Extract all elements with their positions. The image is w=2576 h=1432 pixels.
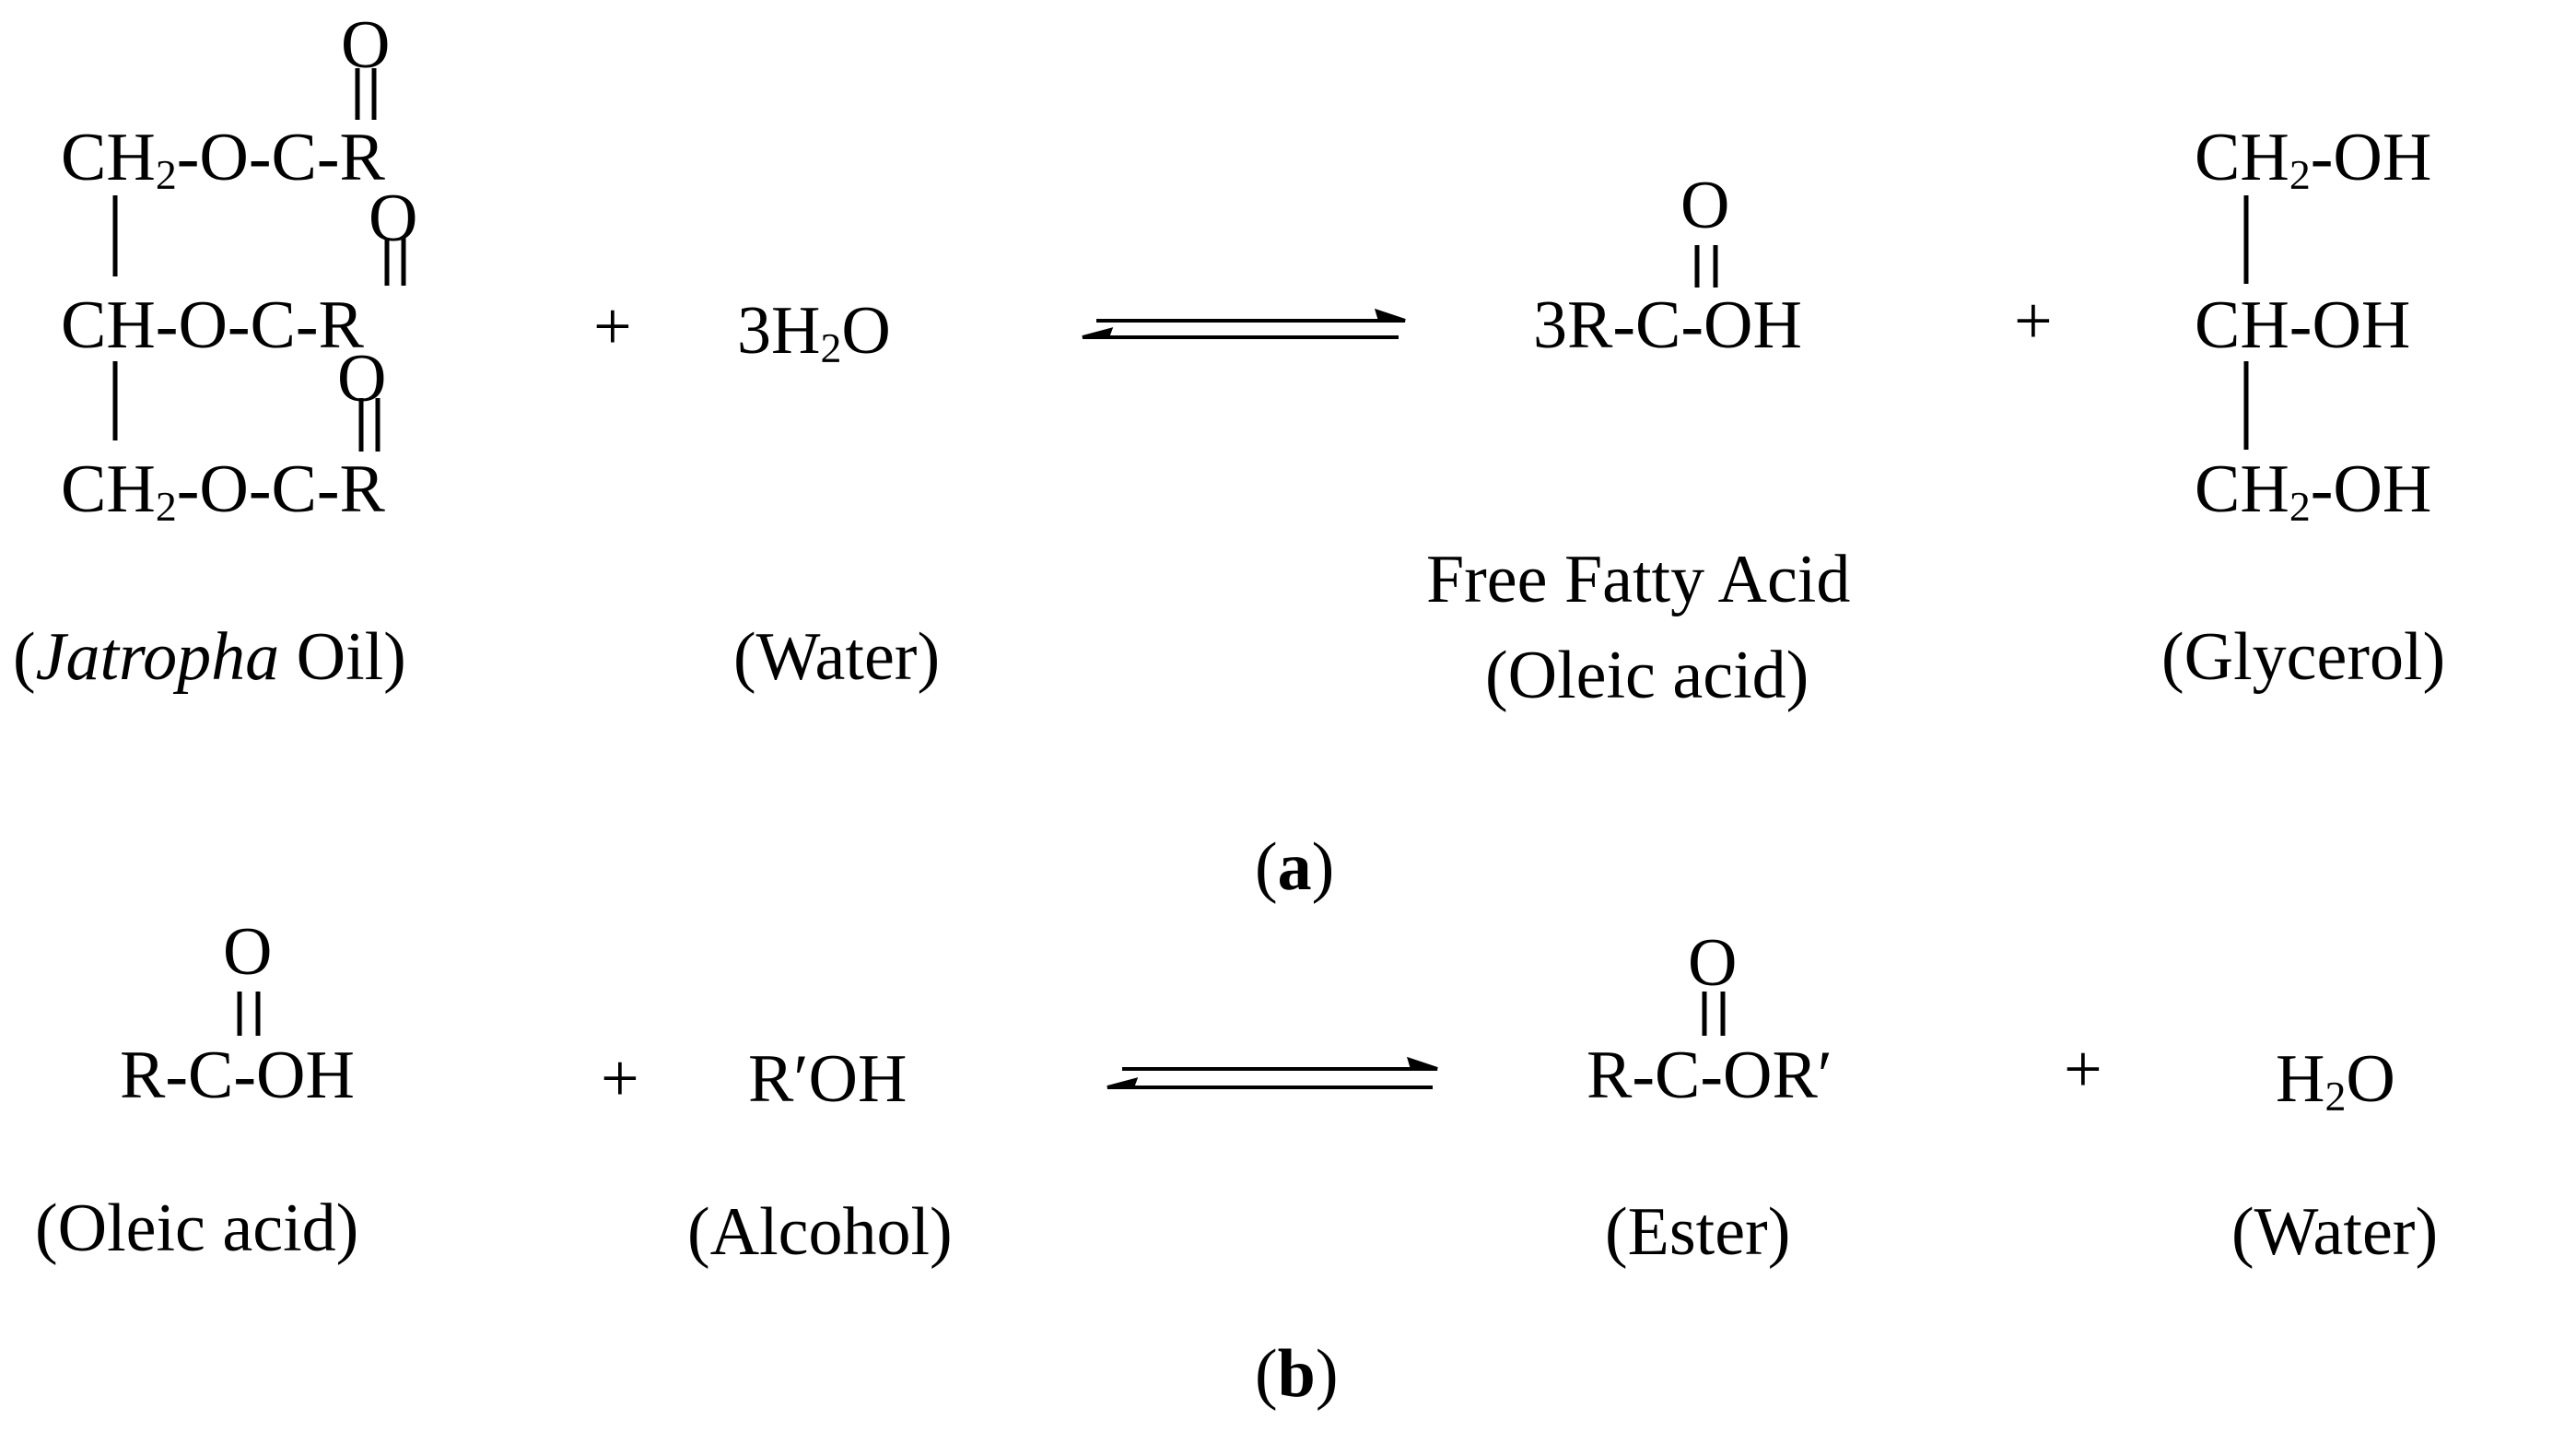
panel-label-b: (b): [1255, 1336, 1339, 1412]
water-formula-b: H2O: [2276, 1041, 2395, 1121]
ffa-label-line2: (Oleic acid): [1485, 638, 1809, 713]
water-label-a: (Water): [733, 619, 941, 695]
ester-carbonyl-oxygen: O: [1688, 925, 1738, 1001]
plus-sign-a2: +: [2014, 284, 2053, 359]
glycerol-row-2: CH-OH: [2195, 288, 2411, 363]
glycerol-row-1: CH2-OH: [2195, 120, 2432, 199]
alcohol-label: (Alcohol): [687, 1194, 953, 1270]
ffa-formula: 3R-C-OH: [1533, 288, 1802, 363]
triglyceride-row-1: CH2-O-C-R: [61, 120, 385, 199]
ffa-label-line1: Free Fatty Acid: [1426, 542, 1851, 617]
ester-bonds: [1702, 992, 1726, 1036]
water-formula-a: 3H2O: [737, 293, 891, 372]
fatty-acid-bonds: [1694, 245, 1718, 288]
alcohol-formula: R′OH: [748, 1041, 907, 1117]
water-label-b: (Water): [2231, 1194, 2439, 1270]
plus-sign-a1: +: [593, 289, 632, 365]
oleic-acid-label: (Oleic acid): [35, 1191, 359, 1266]
jatropha-oil-label: (Jatropha Oil): [13, 619, 406, 695]
ester-label: (Ester): [1605, 1194, 1791, 1270]
plus-sign-b1: +: [601, 1041, 639, 1117]
ffa-carbonyl-oxygen: O: [1680, 168, 1730, 243]
oleic-acid-bonds: [237, 992, 261, 1036]
ester-formula: R-C-OR′: [1587, 1038, 1832, 1113]
equilibrium-arrow-b: [1107, 1056, 1438, 1089]
panel-label-a: (a): [1255, 829, 1335, 905]
oleic-carbonyl-oxygen: O: [223, 914, 273, 990]
triglyceride-row-2: CH-O-C-R: [61, 288, 364, 363]
glycerol-row-3: CH2-OH: [2195, 452, 2432, 531]
carbonyl-oxygen-1: O: [341, 7, 391, 83]
carbonyl-oxygen-3: O: [337, 341, 387, 417]
oleic-acid-formula: R-C-OH: [120, 1038, 355, 1113]
plus-sign-b2: +: [2064, 1032, 2102, 1108]
triglyceride-row-3: CH2-O-C-R: [61, 452, 385, 531]
carbonyl-oxygen-2: O: [369, 181, 418, 256]
equilibrium-arrow-a: [1082, 308, 1406, 339]
glycerol-label: (Glycerol): [2161, 619, 2446, 695]
triglyceride-bonds: [112, 68, 406, 452]
